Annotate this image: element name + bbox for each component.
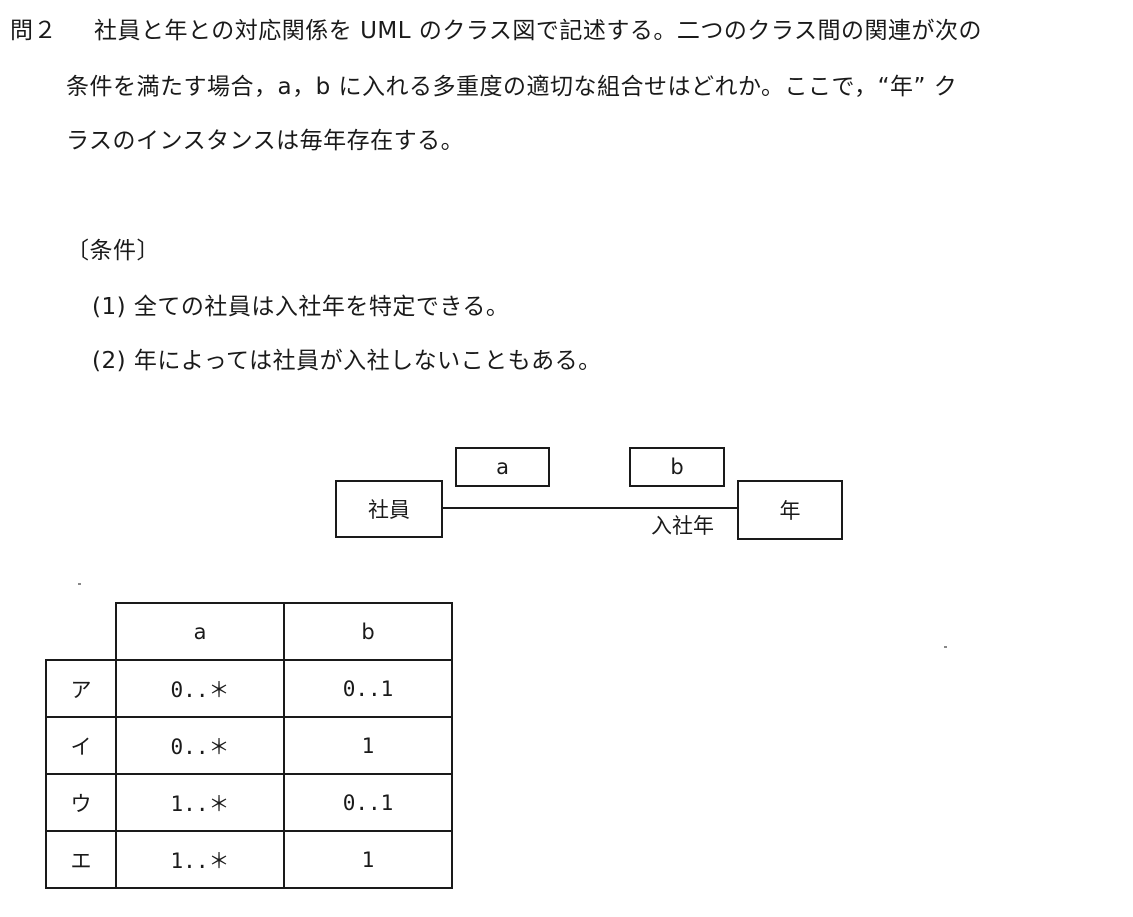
choice-value-b: 1 (283, 830, 453, 889)
choice-label: ア (45, 659, 117, 718)
table-row: イ 0..＊ 1 (45, 716, 453, 775)
condition-item-1: (1) 全ての社員は入社年を特定できる。 (92, 294, 510, 320)
table-row: ウ 1..＊ 0..1 (45, 773, 453, 832)
multiplicity-a-label: a (496, 455, 509, 479)
year-class-label: 年 (779, 499, 801, 523)
table-corner-cell (46, 603, 117, 661)
choice-label: イ (45, 716, 117, 775)
header-cell-b: b (283, 602, 453, 661)
question-number: 問２ (10, 18, 57, 44)
choice-value-b: 0..1 (283, 659, 453, 718)
choice-label: ウ (45, 773, 117, 832)
year-class-box: 年 (737, 480, 843, 540)
multiplicity-a-box: a (455, 447, 550, 487)
choice-label: エ (45, 830, 117, 889)
choice-value-b: 1 (283, 716, 453, 775)
scan-speck (944, 646, 947, 648)
question-text-line-3: ラスのインスタンスは毎年存在する。 (66, 128, 465, 154)
table-header-row: a b (46, 602, 453, 661)
association-role-name: 入社年 (651, 514, 714, 538)
question-text-line-1: 社員と年との対応関係を UML のクラス図で記述する。二つのクラス間の関連が次の (94, 18, 982, 44)
choice-value-a: 1..＊ (115, 773, 285, 832)
multiplicity-b-box: b (629, 447, 725, 487)
choice-value-a: 0..＊ (115, 659, 285, 718)
association-line (443, 507, 737, 509)
answer-choices-table: a b ア 0..＊ 0..1 イ 0..＊ 1 ウ 1..＊ 0..1 エ 1… (45, 602, 453, 889)
scan-speck (78, 583, 81, 585)
employee-class-box: 社員 (335, 480, 443, 538)
table-row: ア 0..＊ 0..1 (45, 659, 453, 718)
employee-class-label: 社員 (368, 498, 410, 522)
condition-item-2: (2) 年によっては社員が入社しないこともある。 (92, 348, 602, 374)
conditions-title: 〔条件〕 (66, 238, 160, 264)
question-text-line-2: 条件を満たす場合，a，b に入れる多重度の適切な組合せはどれか。ここで，“年” … (66, 74, 958, 100)
choice-value-b: 0..1 (283, 773, 453, 832)
choice-value-a: 1..＊ (115, 830, 285, 889)
multiplicity-b-label: b (670, 455, 684, 479)
table-row: エ 1..＊ 1 (45, 830, 453, 889)
header-cell-a: a (115, 602, 285, 661)
choice-value-a: 0..＊ (115, 716, 285, 775)
